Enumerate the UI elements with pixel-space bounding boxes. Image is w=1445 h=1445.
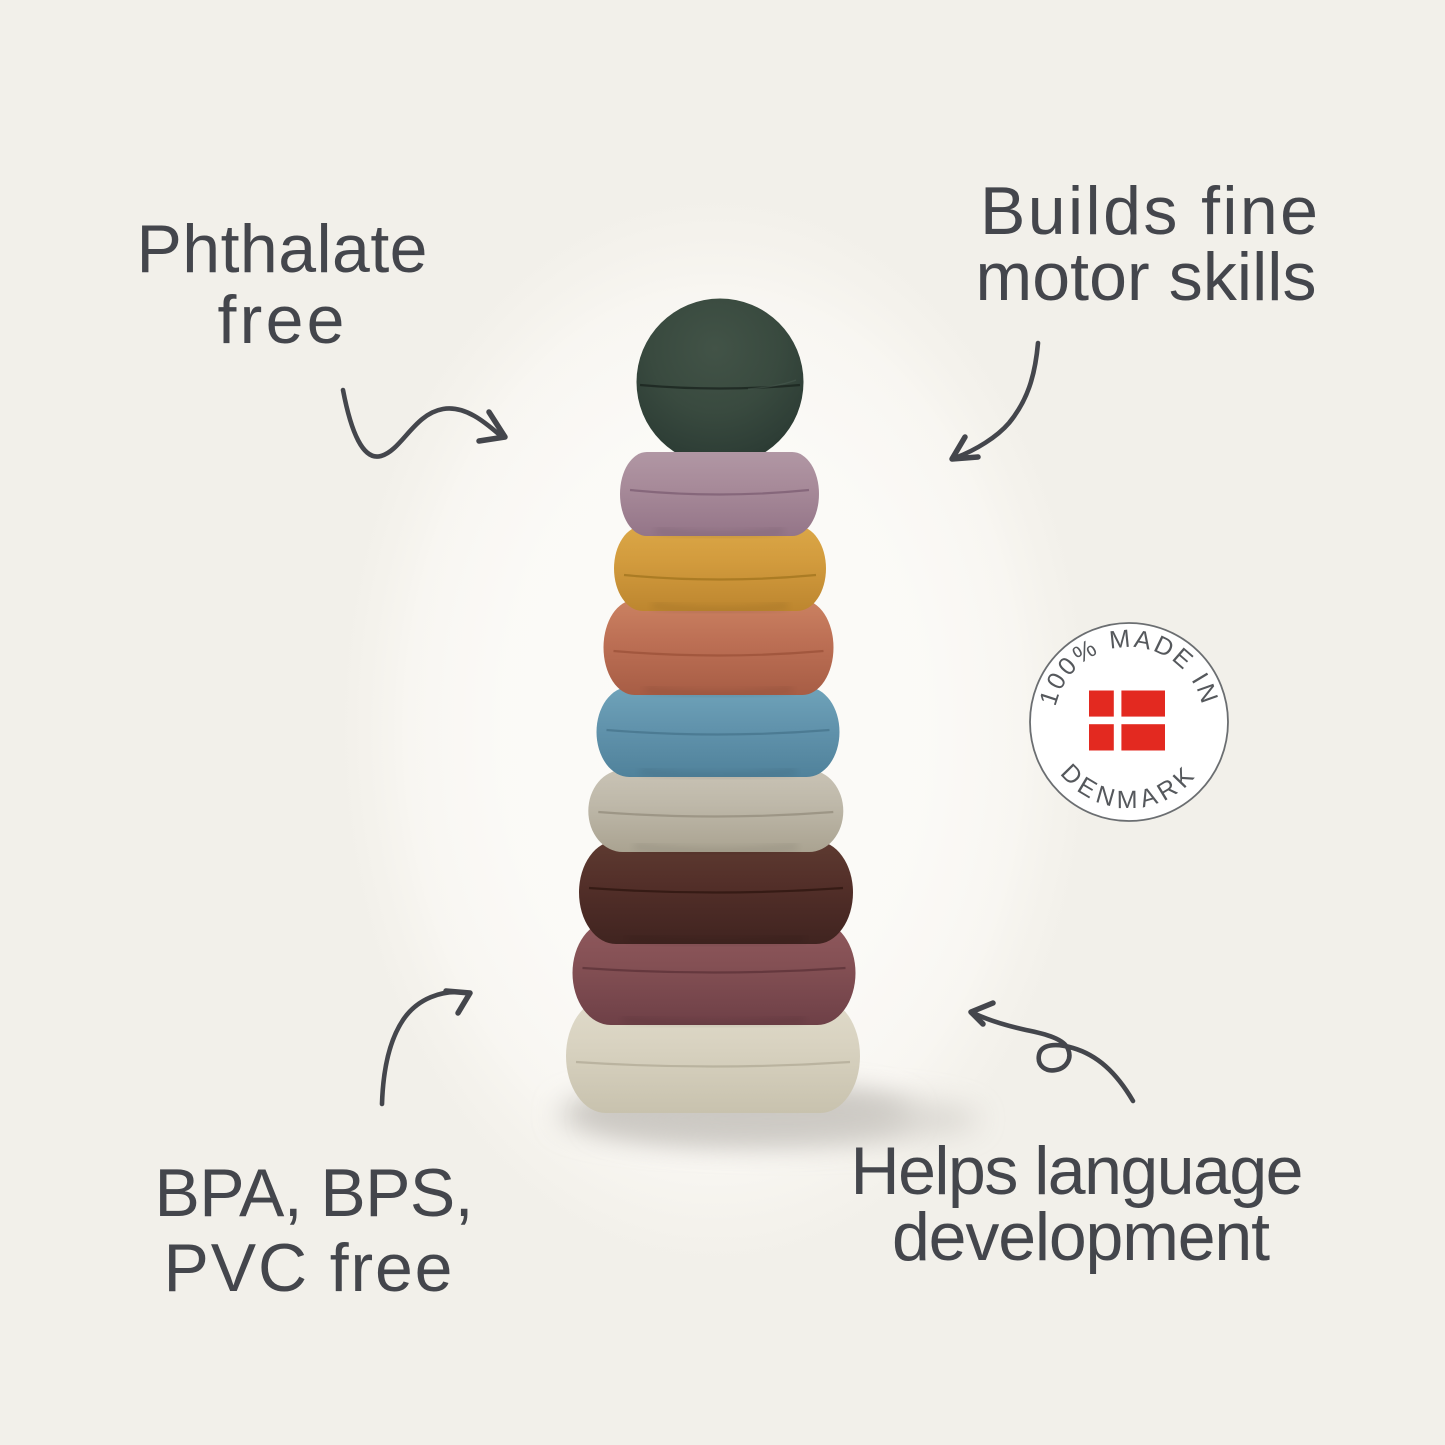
svg-text:PVC free: PVC free — [164, 1230, 453, 1306]
svg-text:Phthalate: Phthalate — [137, 211, 428, 287]
svg-text:BPA, BPS,: BPA, BPS, — [155, 1155, 474, 1231]
svg-text:development: development — [892, 1199, 1270, 1275]
svg-text:Helps language: Helps language — [851, 1133, 1304, 1209]
svg-text:Builds fine: Builds fine — [980, 173, 1318, 249]
svg-text:motor skills: motor skills — [976, 239, 1317, 315]
